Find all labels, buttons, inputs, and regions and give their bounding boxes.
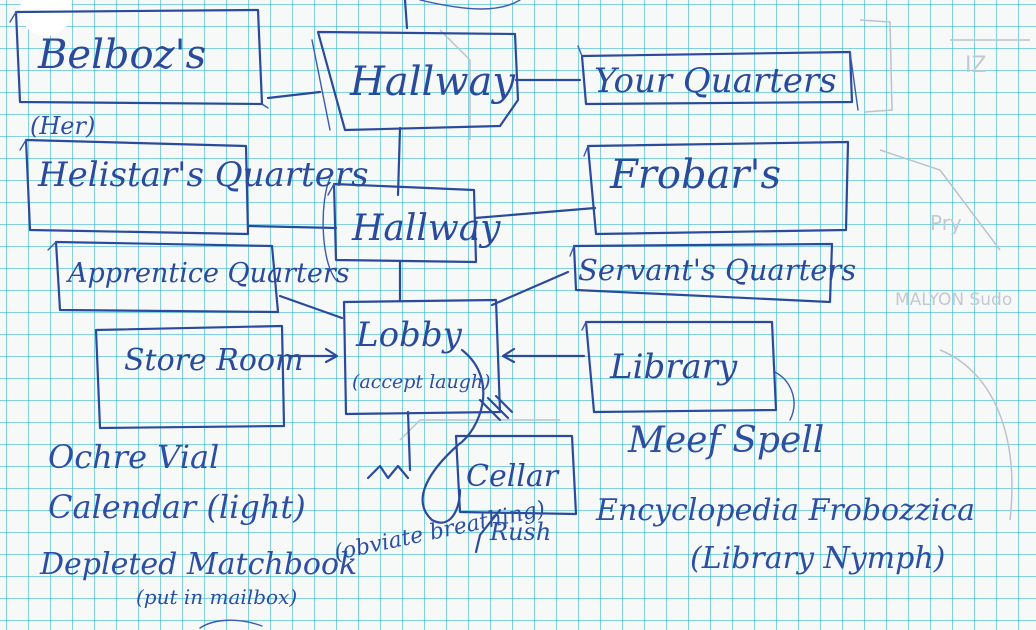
lobby-note: (accept laugh)	[352, 371, 491, 393]
note-matchbook: Depleted Matchbook	[39, 547, 357, 582]
room-label-lobby: Lobby	[355, 315, 463, 355]
note-ochre-vial: Ochre Vial	[48, 438, 219, 476]
room-lobby: Lobby (accept laugh)	[342, 298, 502, 416]
faint-text-2: Pry	[930, 211, 962, 235]
room-label-store-room: Store Room	[124, 343, 303, 378]
room-store-room: Store Room	[94, 324, 303, 430]
room-frobar: Frobar's	[583, 140, 850, 236]
bottom-scribble	[199, 619, 263, 629]
room-label-your-quarters: Your Quarters	[594, 61, 837, 101]
room-hallway-top: Hallway	[311, 30, 520, 132]
room-label-apprentice: Apprentice Quarters	[65, 258, 350, 289]
room-belboz: Belboz's	[9, 8, 269, 109]
note-library-nymph: (Library Nymph)	[690, 541, 945, 576]
faint-text-1: IZ	[965, 53, 987, 78]
note-encyclopedia: Encyclopedia Frobozzica	[595, 493, 975, 528]
room-helistar: (Her) Helistar's Quarters	[19, 112, 369, 236]
helistar-note: (Her)	[30, 112, 95, 140]
room-label-cellar: Cellar	[466, 459, 560, 494]
note-meef-spell: Meef Spell	[627, 420, 824, 461]
faint-marks: IZ Pry MALYON Sudo	[399, 19, 1030, 521]
faint-text-3: MALYON Sudo	[895, 290, 1012, 310]
room-your-quarters: Your Quarters	[577, 45, 859, 111]
room-label-belboz: Belboz's	[37, 32, 206, 78]
room-label-hallway-top: Hallway	[349, 59, 516, 105]
item-notes: Ochre Vial Calendar (light) Depleted Mat…	[39, 420, 975, 609]
room-cellar: Cellar Rush	[454, 434, 578, 546]
room-library: Library	[581, 320, 778, 414]
note-calendar: Calendar (light)	[48, 488, 306, 526]
room-label-servant: Servant's Quarters	[578, 253, 856, 287]
room-label-frobar: Frobar's	[609, 152, 781, 198]
room-servant: Servant's Quarters	[569, 242, 856, 304]
room-label-library: Library	[609, 347, 738, 387]
note-matchbook-sub: (put in mailbox)	[136, 585, 297, 609]
room-label-helistar: Helistar's Quarters	[37, 155, 369, 195]
connectors	[246, 0, 795, 554]
room-label-hallway-mid: Hallway	[351, 208, 501, 249]
rush-note: Rush	[489, 518, 551, 546]
room-hallway-mid: Hallway	[327, 182, 501, 264]
hole-punch	[20, 0, 72, 36]
room-apprentice: Apprentice Quarters	[47, 240, 350, 314]
